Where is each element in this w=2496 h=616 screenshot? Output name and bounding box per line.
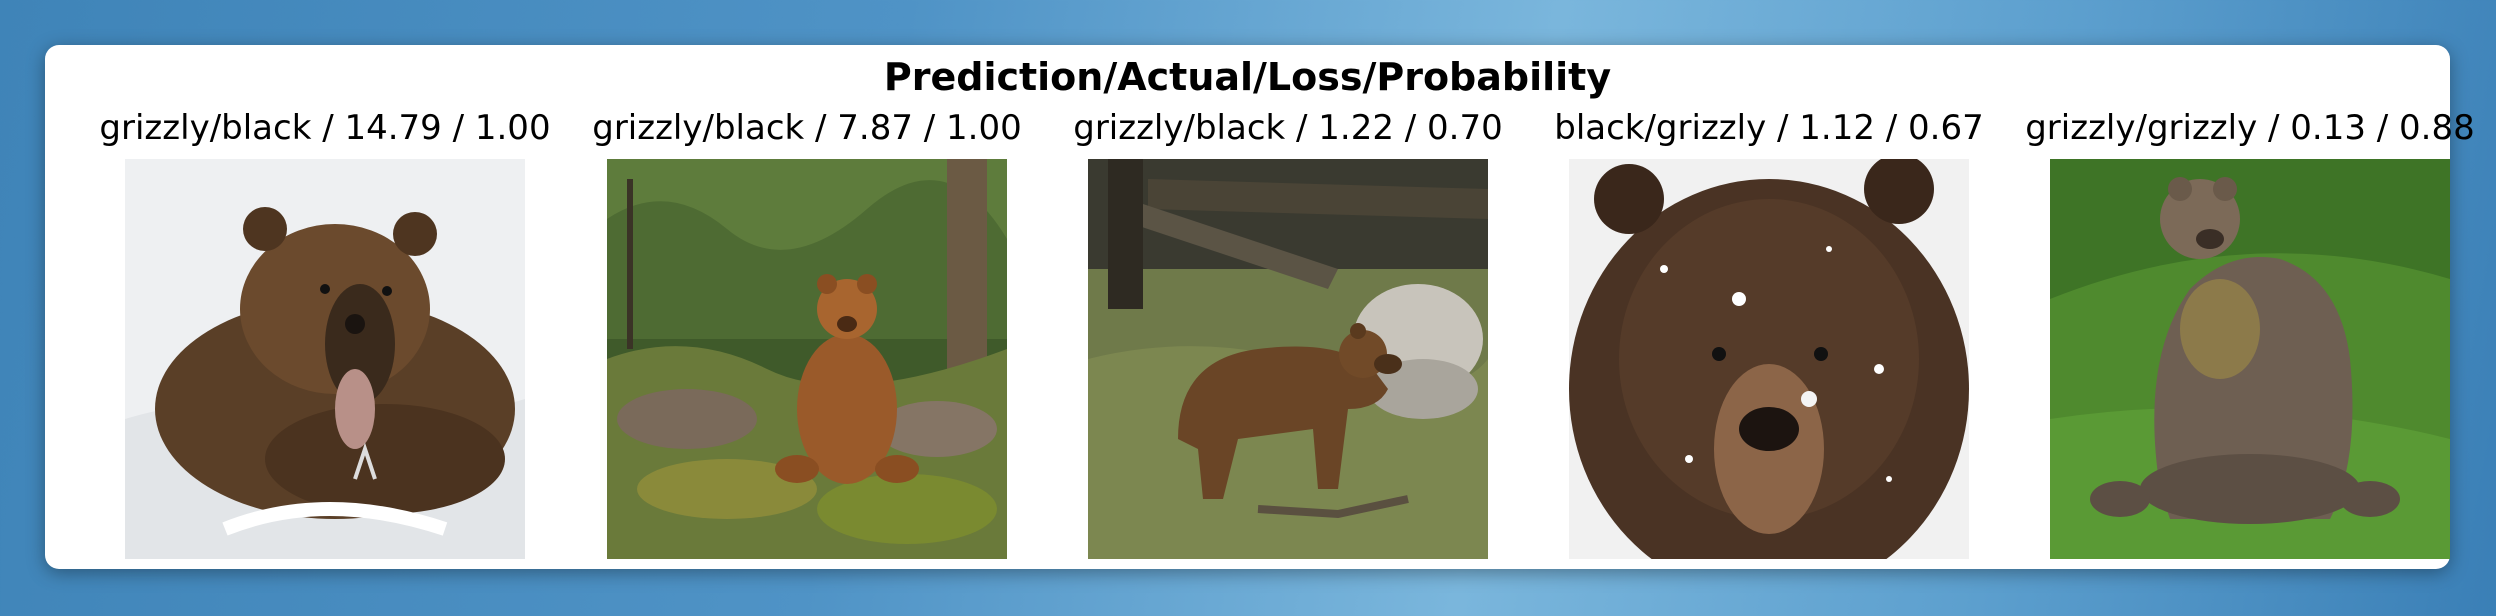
result-caption: grizzly/black / 1.22 / 0.70 (1073, 108, 1503, 148)
bear-image (2050, 159, 2450, 559)
bear-image (125, 159, 525, 559)
result-caption: black/grizzly / 1.12 / 0.67 (1554, 108, 1984, 148)
result-cell: black/grizzly / 1.12 / 0.67 (1519, 107, 2019, 559)
result-caption: grizzly/grizzly / 0.13 / 0.88 (2025, 108, 2475, 148)
bear-grass-image (2050, 159, 2450, 559)
result-caption: grizzly/black / 14.79 / 1.00 (99, 108, 551, 148)
brown-bear-logs-image (1088, 159, 1488, 559)
grizzly-snow-image (125, 159, 525, 559)
cinnamon-bear-rocks-image (607, 159, 1007, 559)
figure-title: Prediction/Actual/Loss/Probability (883, 55, 1612, 99)
result-cell: grizzly/black / 7.87 / 1.00 (557, 107, 1057, 559)
figure-panel: Prediction/Actual/Loss/Probability grizz… (45, 45, 2475, 569)
bear-image (1088, 159, 1488, 559)
result-cell: grizzly/black / 14.79 / 1.00 (75, 107, 575, 559)
bear-face-snow-image (1569, 159, 1969, 559)
result-caption: grizzly/black / 7.87 / 1.00 (592, 108, 1022, 148)
result-cell: grizzly/black / 1.22 / 0.70 (1038, 107, 1538, 559)
bear-image (1569, 159, 1969, 559)
bear-image (607, 159, 1007, 559)
result-cell: grizzly/grizzly / 0.13 / 0.88 (2000, 107, 2496, 559)
